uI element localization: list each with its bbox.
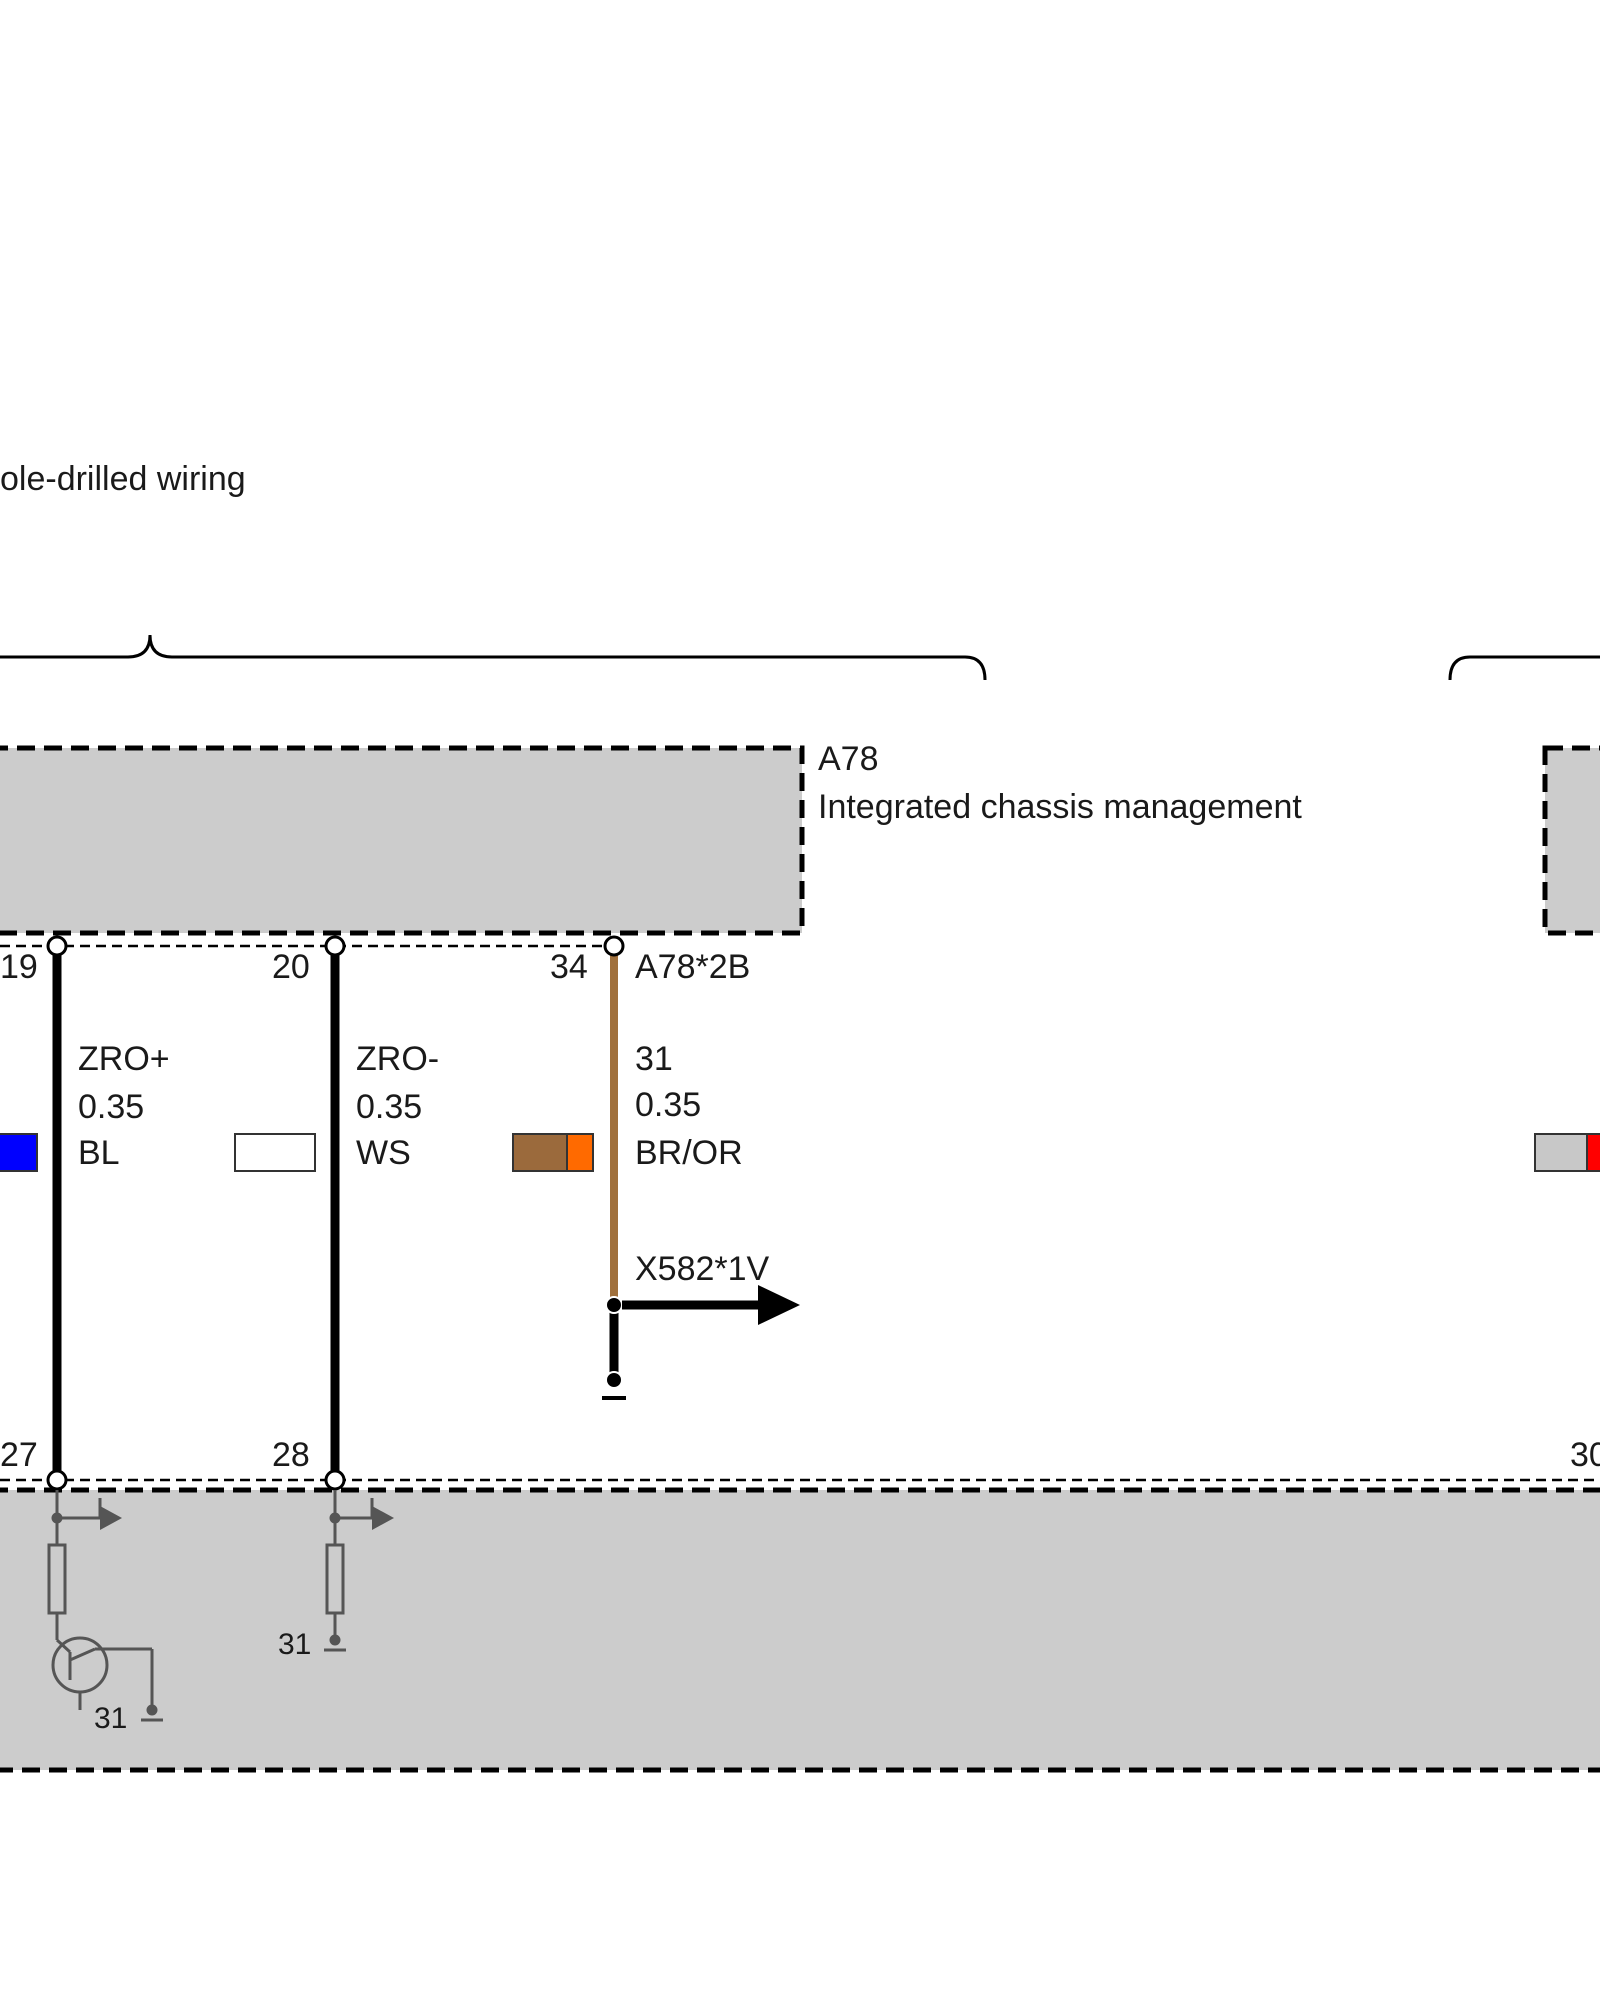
- bottom-module-box: [0, 1487, 1600, 1773]
- ground-end-dot: [605, 1371, 623, 1389]
- pin-top-terminal: [603, 935, 625, 957]
- pin-number: 19: [0, 948, 38, 986]
- a78-module-name: Integrated chassis management: [818, 788, 1302, 826]
- internal-circuit-zro-plus: [47, 1490, 163, 1722]
- wire-color-swatch-brown: [512, 1133, 568, 1172]
- wire-color-swatch-grey: [1534, 1133, 1588, 1172]
- wire-color-swatch-blue: [0, 1133, 38, 1172]
- pin-bottom-terminal: [324, 1469, 346, 1491]
- wire-gauge-label: 0.35: [78, 1088, 144, 1126]
- right-module-box: [1542, 745, 1600, 936]
- pin-top-terminal: [46, 935, 68, 957]
- left-brace: [0, 634, 987, 681]
- right-brace: [1448, 655, 1600, 681]
- ground-label: 31: [94, 1702, 127, 1735]
- wire-color-swatch-white: [234, 1133, 316, 1172]
- pin-number: 20: [272, 948, 310, 986]
- wire-color-swatch-red: [1586, 1133, 1600, 1172]
- pin-number: 30: [1570, 1436, 1600, 1474]
- internal-circuit-zro-minus: [324, 1490, 394, 1652]
- wire-color-swatch-orange: [566, 1133, 594, 1172]
- pin-bottom-terminal: [46, 1469, 68, 1491]
- wire-signal-label: ZRO-: [356, 1040, 439, 1078]
- wiring-note: ole-drilled wiring: [0, 460, 246, 498]
- pin-number: 28: [272, 1436, 310, 1474]
- connector-label: A78*2B: [635, 948, 750, 986]
- wire-gauge-label: 0.35: [635, 1086, 701, 1124]
- a78-module-box: [0, 745, 805, 936]
- wire-color-code: BR/OR: [635, 1134, 743, 1172]
- splice-dot: [605, 1296, 623, 1314]
- connection-arrow-head: [758, 1285, 800, 1325]
- pin-number: 27: [0, 1436, 38, 1474]
- pin-number: 34: [550, 948, 588, 986]
- wire-color-code: BL: [78, 1134, 120, 1172]
- wire-signal-label: 31: [635, 1040, 673, 1078]
- wire-gauge-label: 0.35: [356, 1088, 422, 1126]
- wire-signal-label: ZRO+: [78, 1040, 170, 1078]
- connection-target-label: X582*1V: [635, 1250, 770, 1288]
- ground-label: 31: [278, 1628, 311, 1661]
- a78-module-id: A78: [818, 740, 879, 778]
- wire-color-code: WS: [356, 1134, 411, 1172]
- pin-top-terminal: [324, 935, 346, 957]
